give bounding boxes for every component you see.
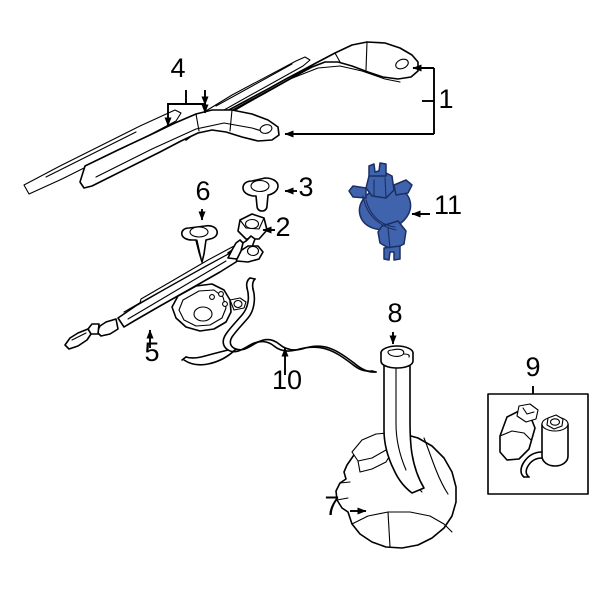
linkage-left-boss (96, 318, 119, 337)
nut-bore (244, 218, 260, 230)
callout-label-2: 2 (275, 212, 290, 242)
pump-right-tab (393, 179, 413, 196)
part-filler-neck (380, 345, 425, 494)
linkage-rod-hole (233, 299, 243, 309)
filler-cap-skirt (380, 352, 414, 369)
callout-label-11: 11 (434, 190, 462, 220)
part-wiper-linkage (64, 235, 264, 350)
part-wiper-arm-nut (237, 213, 268, 240)
lower-blade-strip (23, 109, 182, 195)
callout-leader-1 (284, 64, 435, 138)
part-wiper-arm-lower (23, 109, 280, 195)
callout-label-1: 1 (438, 84, 453, 114)
reservoir-notch-b (336, 497, 349, 501)
callout-label-5: 5 (144, 337, 159, 367)
linkage-hole-a (209, 294, 215, 300)
linkage-motor-bore (193, 306, 213, 322)
callout-label-6: 6 (195, 176, 210, 206)
filler-cap-notch (403, 353, 410, 358)
part-push-pin-retainer (181, 224, 218, 263)
upper-arm-crease (199, 65, 401, 129)
upper-blade-rib (215, 63, 293, 107)
lower-arm-pivot-hole (259, 124, 273, 134)
part-wiper-arm-upper (185, 41, 419, 141)
hose-edge-inner (229, 288, 377, 373)
linkage-hole-c (222, 301, 228, 307)
hose-edge-outer (222, 287, 373, 372)
lower-arm-step-a (195, 113, 200, 132)
linkage-tube-crease-a (127, 260, 227, 320)
nozzle-left-head (516, 403, 539, 423)
upper-arm-step-a (334, 52, 341, 63)
nozzle-right-bore (549, 418, 561, 426)
callout-label-4: 4 (170, 53, 185, 83)
filler-neck-crease (395, 355, 407, 471)
upper-arm-pivot-hole (395, 58, 409, 70)
hose-top-inner (251, 278, 256, 290)
pump-left-tab (348, 185, 367, 199)
push-pin-shaft-crease (196, 239, 202, 259)
callout-label-9: 9 (525, 352, 540, 382)
nozzle-right-body (541, 423, 569, 467)
pump-top-prongs (368, 162, 387, 177)
pump-block-crease-b (384, 177, 387, 198)
pump-stem-crease (387, 227, 391, 249)
hose-branch-edge-inner (183, 348, 237, 366)
hose-top-outer (245, 277, 251, 289)
hose-end-cap (371, 370, 377, 373)
pump-bottom-prongs (383, 245, 401, 261)
linkage-crank-stub (227, 239, 244, 260)
hose-branch-edge-outer (185, 349, 229, 359)
reservoir-neck-flare-right (423, 437, 449, 495)
callout-label-7: 7 (324, 491, 339, 521)
linkage-left-arm-crease (71, 332, 87, 341)
callout-label-8: 8 (387, 298, 402, 328)
nozzle-left-hex (522, 407, 535, 415)
lower-arm-crease (95, 122, 269, 178)
pump-body-crease-b (362, 195, 397, 231)
nozzle-hose-edge-inner (525, 457, 543, 478)
linkage-left-arm (64, 328, 92, 350)
upper-arm-body (185, 41, 419, 141)
part-nozzle-kit (487, 393, 589, 495)
push-pin-head (189, 226, 209, 238)
linkage-hole-b (218, 291, 224, 297)
hose-top-cap (249, 277, 256, 280)
pivot-cap-top (250, 179, 270, 193)
callout-label-10: 10 (272, 365, 302, 395)
part-washer-pump-highlighted (348, 162, 413, 261)
part-pivot-cap (242, 177, 279, 212)
lower-blade-rib (45, 131, 137, 178)
hose-branch-cap (181, 356, 187, 361)
reservoir-front-edge (351, 511, 453, 533)
filler-neck-tube (383, 354, 425, 494)
pump-body-crease-a (365, 199, 396, 228)
part-washer-reservoir (335, 432, 457, 549)
linkage-motor-plate-inner (178, 289, 227, 327)
push-pin-body (181, 224, 218, 263)
nozzle-hose-edge-outer (520, 451, 543, 478)
callout-label-3: 3 (298, 172, 313, 202)
linkage-right-pivot-hole (246, 245, 260, 257)
lower-arm-step-b (229, 109, 233, 132)
upper-arm-step-b (365, 41, 368, 71)
reservoir-front-crease (387, 511, 391, 548)
part-washer-hose (181, 277, 377, 373)
nozzle-left-band (499, 430, 532, 441)
reservoir-notch-a (339, 481, 351, 484)
filler-cap-tab (387, 348, 405, 357)
